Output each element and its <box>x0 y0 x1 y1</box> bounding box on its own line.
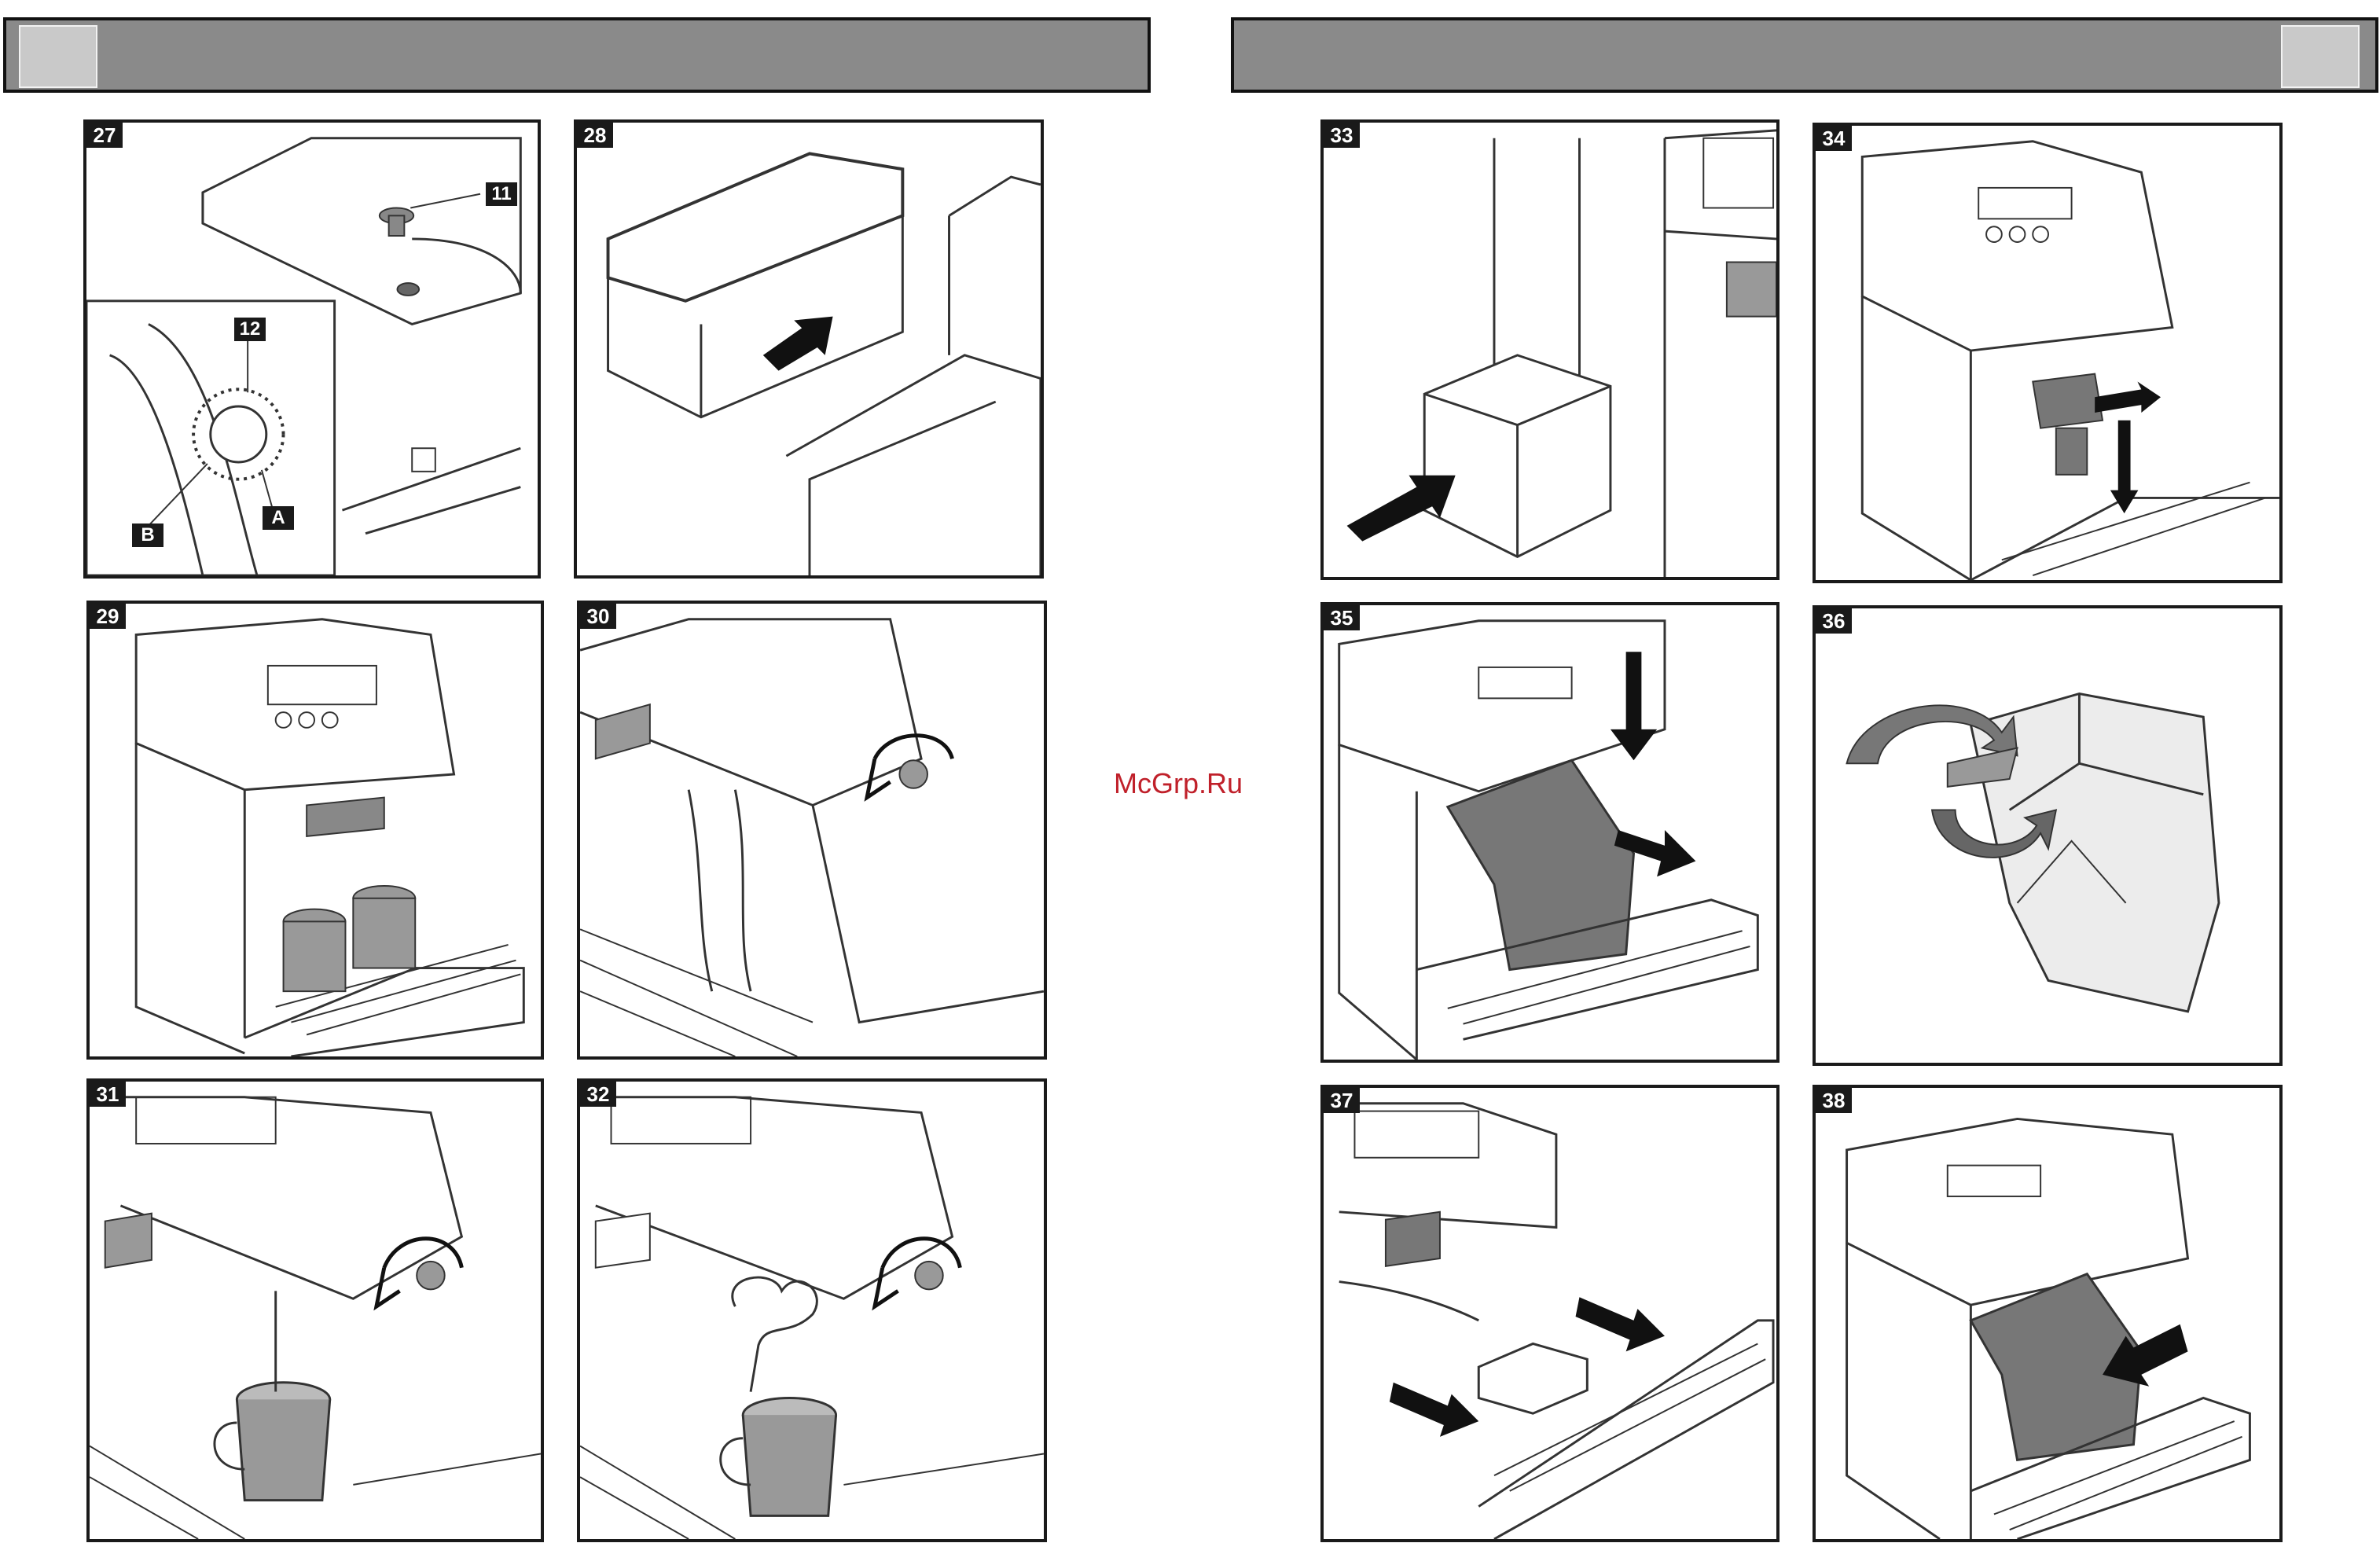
illustration-panel-31: 31 <box>86 1078 544 1542</box>
panel-number-29: 29 <box>90 604 126 629</box>
panel-number-37: 37 <box>1324 1088 1360 1113</box>
panel-27-drawing <box>86 123 538 575</box>
panel-number-31: 31 <box>90 1082 126 1107</box>
panel-number-36: 36 <box>1816 608 1852 634</box>
panel-34-drawing <box>1816 126 2279 580</box>
callout-b: B <box>132 524 163 547</box>
illustration-panel-32: 32 <box>577 1078 1047 1542</box>
panel-35-drawing <box>1324 605 1776 1060</box>
panel-number-30: 30 <box>580 604 616 629</box>
panel-36-drawing <box>1816 608 2279 1063</box>
illustration-panel-37: 37 <box>1320 1085 1779 1542</box>
illustration-panel-27: 27 11 12 A B <box>83 119 541 579</box>
panel-38-drawing <box>1816 1088 2279 1539</box>
illustration-panel-38: 38 <box>1813 1085 2283 1542</box>
watermark-text: McGrp.Ru <box>1114 767 1243 800</box>
panel-33-drawing <box>1324 123 1776 577</box>
right-header-tab <box>2281 25 2360 88</box>
illustration-panel-35: 35 <box>1320 602 1779 1063</box>
callout-12: 12 <box>234 318 266 341</box>
panel-30-drawing <box>580 604 1044 1056</box>
callout-11: 11 <box>486 182 517 206</box>
panel-31-drawing <box>90 1082 541 1539</box>
panel-number-33: 33 <box>1324 123 1360 148</box>
panel-number-35: 35 <box>1324 605 1360 630</box>
panel-number-28: 28 <box>577 123 613 148</box>
left-header-bar <box>3 17 1151 93</box>
panel-37-drawing <box>1324 1088 1776 1539</box>
illustration-panel-30: 30 <box>577 601 1047 1060</box>
illustration-panel-29: 29 <box>86 601 544 1060</box>
right-header-bar <box>1231 17 2378 93</box>
illustration-panel-33: 33 <box>1320 119 1779 580</box>
panel-number-38: 38 <box>1816 1088 1852 1113</box>
panel-28-drawing <box>577 123 1041 575</box>
panel-number-27: 27 <box>86 123 123 148</box>
panel-number-34: 34 <box>1816 126 1852 151</box>
panel-32-drawing <box>580 1082 1044 1539</box>
callout-a: A <box>263 506 294 530</box>
illustration-panel-28: 28 <box>574 119 1044 579</box>
left-header-tab <box>19 25 97 88</box>
illustration-panel-34: 34 <box>1813 123 2283 583</box>
illustration-panel-36: 36 <box>1813 605 2283 1066</box>
panel-number-32: 32 <box>580 1082 616 1107</box>
panel-29-drawing <box>90 604 541 1056</box>
